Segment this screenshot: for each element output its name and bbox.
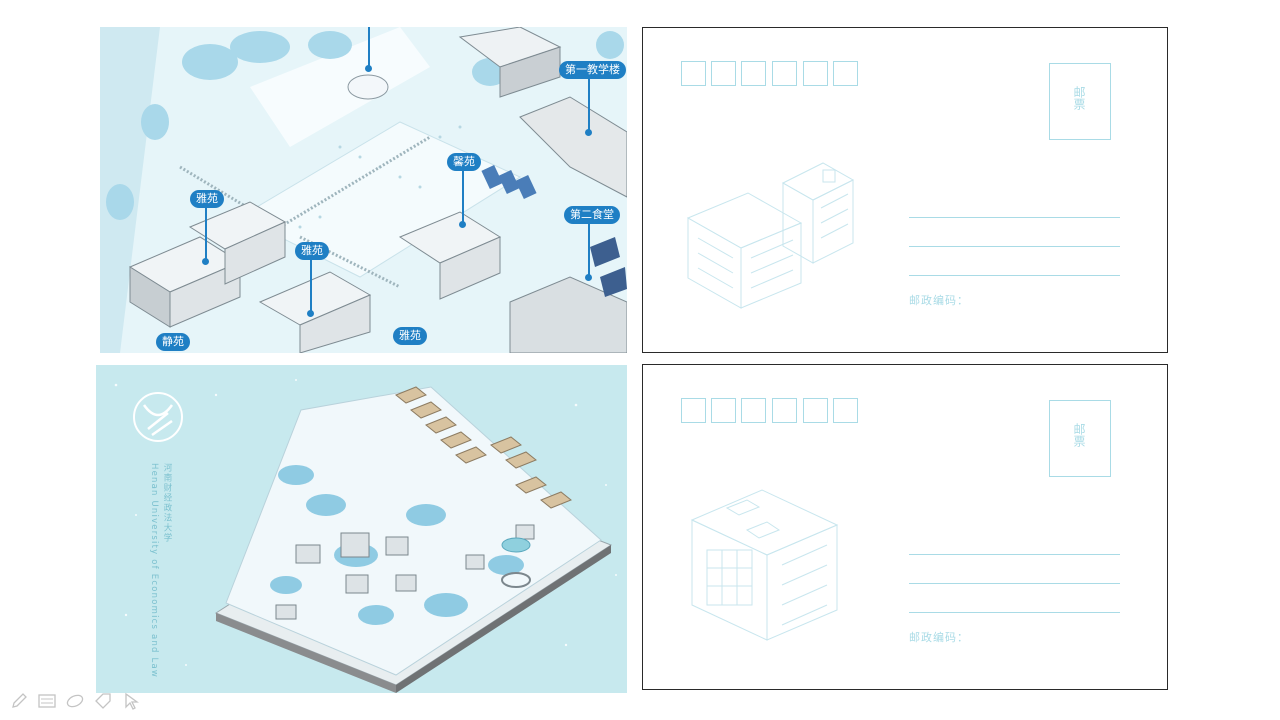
postal-code-label: 邮政编码：: [909, 631, 969, 644]
university-logo-icon: [133, 392, 183, 442]
pin-dot: [585, 129, 592, 136]
zip-code-box[interactable]: [741, 398, 766, 423]
campus-isometric-poster: 河南财经政法大学 Henan University of Economics a…: [96, 365, 627, 693]
map-label-ya-yuan-2[interactable]: 雅苑: [295, 242, 329, 260]
university-name-cn: 河南财经政法大学: [162, 463, 172, 543]
address-line[interactable]: [909, 275, 1120, 276]
map-label-xin-yuan[interactable]: 馨苑: [447, 153, 481, 171]
pin-line: [462, 171, 464, 223]
map-label-second-canteen[interactable]: 第二食堂: [564, 206, 620, 224]
pin-dot: [202, 258, 209, 265]
map-label-jing-yuan[interactable]: 静苑: [156, 333, 190, 351]
address-line[interactable]: [909, 554, 1120, 555]
pin-dot: [585, 274, 592, 281]
address-line[interactable]: [909, 583, 1120, 584]
zip-code-box[interactable]: [741, 61, 766, 86]
stamp-box[interactable]: 邮票: [1049, 63, 1111, 140]
stamp-box[interactable]: 邮票: [1049, 400, 1111, 477]
campus-isometric-illustration: [96, 365, 627, 693]
map-label-first-teaching-building[interactable]: 第一教学楼: [559, 61, 626, 79]
stamp-label: 邮票: [1072, 423, 1086, 447]
university-name-en: Henan University of Economics and Law: [149, 463, 159, 679]
pin-line: [310, 260, 312, 312]
zip-code-box[interactable]: [772, 398, 797, 423]
slideshow-pen-toolbar: [8, 688, 142, 714]
zip-code-box[interactable]: [772, 61, 797, 86]
pin-line: [205, 208, 207, 260]
building-outline-illustration: [690, 489, 839, 641]
pointer-icon[interactable]: [120, 690, 142, 712]
address-line[interactable]: [909, 612, 1120, 613]
keyboard-icon[interactable]: [36, 690, 58, 712]
pin-dot: [364, 65, 372, 72]
address-line[interactable]: [909, 246, 1120, 247]
pin-dot: [307, 310, 314, 317]
zip-code-box[interactable]: [833, 61, 858, 86]
postal-code-label: 邮政编码：: [909, 294, 969, 307]
zip-code-box[interactable]: [803, 398, 828, 423]
campus-map-closeup: 第一教学楼 馨苑 雅苑 雅苑 第二食堂 静苑 雅苑: [100, 27, 627, 353]
zip-code-box[interactable]: [833, 398, 858, 423]
campus-map-illustration: [100, 27, 627, 353]
zip-code-box[interactable]: [681, 61, 706, 86]
address-line[interactable]: [909, 217, 1120, 218]
pen-icon[interactable]: [8, 690, 30, 712]
eraser-icon[interactable]: [64, 690, 86, 712]
zip-code-box[interactable]: [711, 61, 736, 86]
pin-line: [368, 27, 370, 67]
pin-dot: [459, 221, 466, 228]
postcard-back-top: 邮票 邮政编码：: [642, 27, 1168, 353]
map-label-ya-yuan-3[interactable]: 雅苑: [393, 327, 427, 345]
map-label-ya-yuan-1[interactable]: 雅苑: [190, 190, 224, 208]
tag-icon[interactable]: [92, 690, 114, 712]
building-outline-illustration: [686, 162, 855, 309]
pin-line: [588, 79, 590, 131]
zip-code-box[interactable]: [681, 398, 706, 423]
zip-code-box[interactable]: [803, 61, 828, 86]
postcard-back-bottom: 邮票 邮政编码：: [642, 364, 1168, 690]
zip-code-box[interactable]: [711, 398, 736, 423]
pin-line: [588, 224, 590, 276]
stamp-label: 邮票: [1072, 86, 1086, 110]
